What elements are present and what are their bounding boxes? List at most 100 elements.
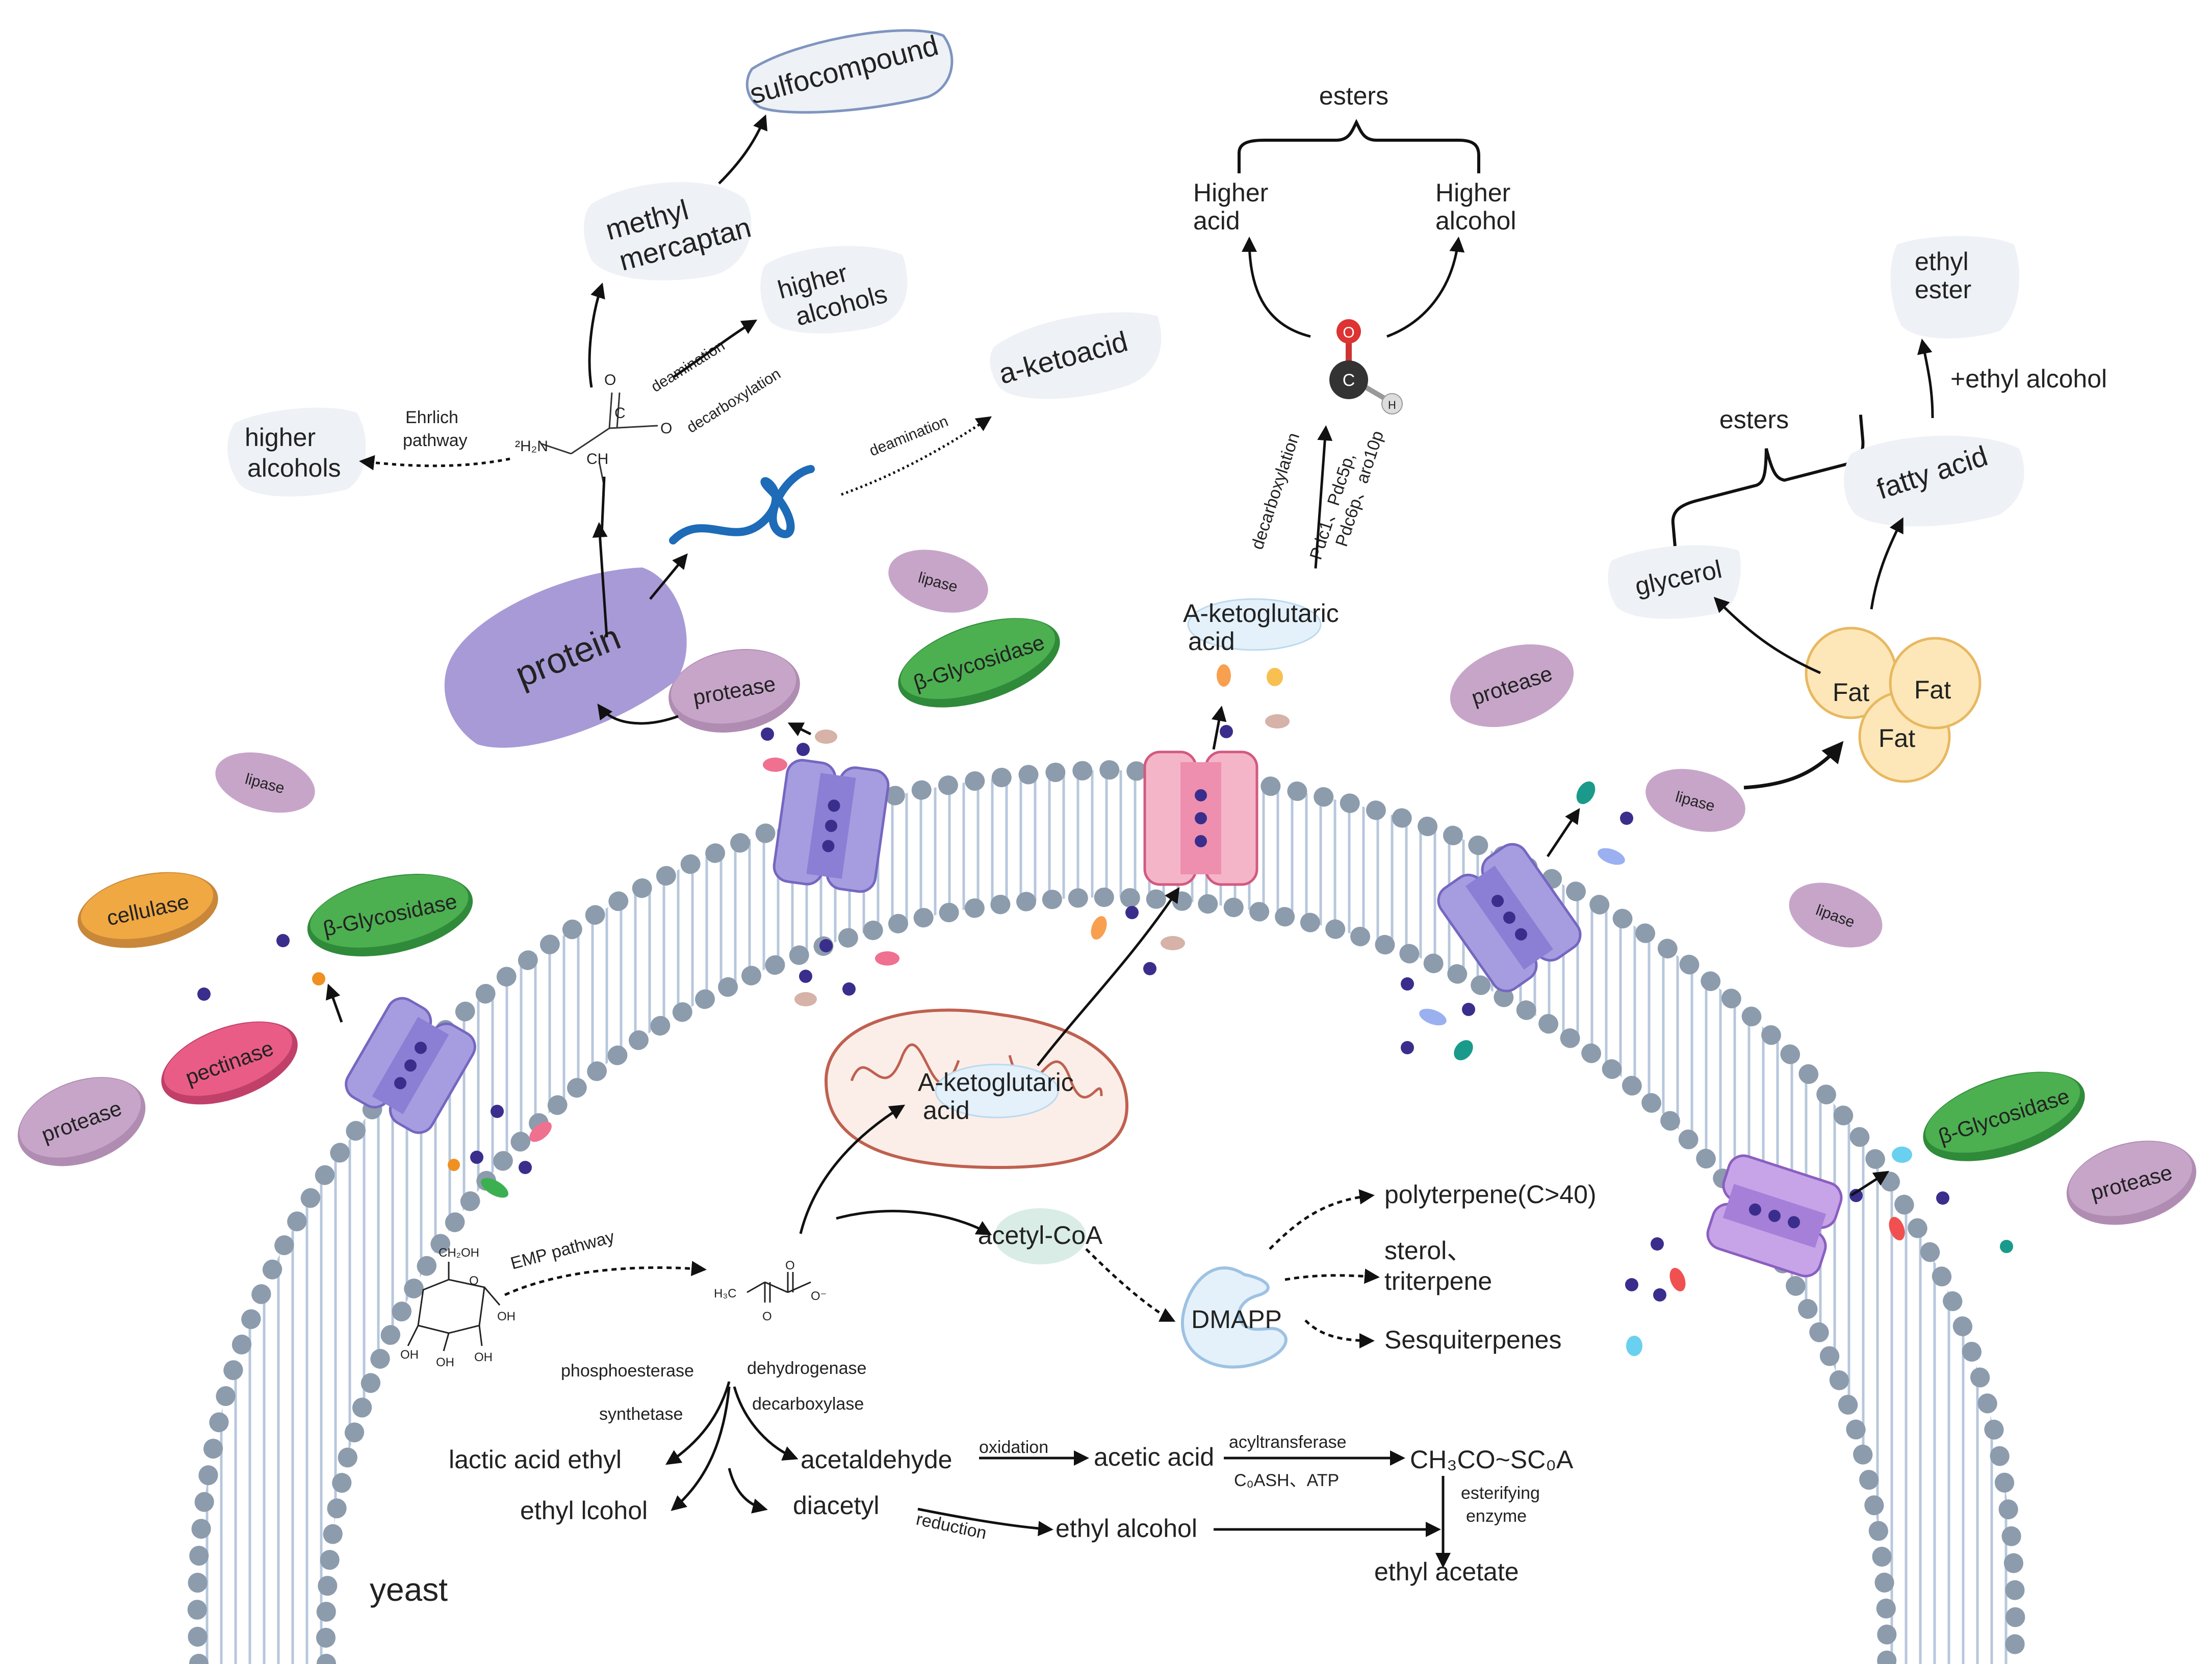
label-sterol: sterol、triterpene — [1384, 1236, 1492, 1295]
enzyme-protease-top: protease — [668, 649, 800, 733]
label-dehydrogenase: dehydrogenase — [747, 1359, 866, 1378]
enzyme-protease-right: protease — [2066, 1140, 2197, 1225]
aldehyde-arrows — [1211, 237, 1465, 750]
enzyme-lipase-right: lipase — [1645, 769, 1745, 832]
glucose-oh-4: OH — [497, 1310, 516, 1323]
protein-arrows — [325, 114, 992, 1023]
bubble-higher-alcohols-right — [760, 246, 908, 333]
label-sesquiterpenes: Sesquiterpenes — [1384, 1325, 1561, 1354]
enzyme-lipase-far-right: lipase — [1789, 882, 1883, 948]
label-diacetyl: diacetyl — [793, 1491, 880, 1520]
glucose-o: O — [469, 1274, 479, 1288]
enzyme-pectinase: pectinase — [161, 1021, 298, 1105]
label-oxidation: oxidation — [979, 1438, 1048, 1457]
label-decarboxylase: decarboxylase — [752, 1394, 864, 1414]
enzyme-protease-right-top: protease — [1450, 644, 1574, 727]
amino-acid-structure — [540, 392, 658, 487]
channel-top-left — [773, 759, 890, 893]
particles — [197, 664, 2013, 1356]
svg-text:H: H — [1388, 399, 1396, 411]
glucose-oh-2: OH — [436, 1356, 454, 1369]
pyruvate-h3c: H₃C — [714, 1287, 736, 1301]
channel-right — [1706, 1154, 1843, 1278]
channel-pink — [1143, 750, 1258, 886]
aldehyde-molecule: O C H — [1329, 319, 1403, 414]
svg-text:O: O — [1343, 324, 1354, 341]
amino-c: C — [614, 405, 626, 422]
bubble-ethyl-ester — [1890, 236, 2019, 339]
fat-arrows — [1546, 339, 1934, 1197]
label-decarboxylation-top: decarboxylation — [1247, 430, 1303, 552]
glucose-structure — [407, 1262, 501, 1351]
svg-text:Fat: Fat — [1914, 675, 1951, 704]
label-decarboxylation-1: decarboxylation — [684, 366, 784, 436]
peptide-chain — [669, 465, 815, 544]
amino-o2: O — [660, 420, 672, 437]
bubble-higher-alcohols-left — [227, 407, 366, 497]
amino-ch: CH — [586, 451, 608, 467]
svg-text:Fat: Fat — [1833, 678, 1869, 707]
label-yeast: yeast — [370, 1571, 448, 1608]
label-acetaldehyde: acetaldehyde — [801, 1445, 952, 1474]
enzyme-lipase-left: lipase — [215, 752, 315, 813]
label-esters-right: esters — [1719, 405, 1789, 434]
bubble-glycerol — [1608, 545, 1741, 619]
label-dmapp: DMAPP — [1191, 1305, 1282, 1334]
label-acyltransferase: acyltransferase — [1229, 1433, 1347, 1452]
label-acetic-acid: acetic acid — [1094, 1443, 1214, 1471]
fat-droplets: Fat Fat Fat — [1805, 627, 1982, 783]
enzyme-protease-left: protease — [17, 1077, 146, 1166]
label-lactic-acid-ethyl: lactic acid ethyl — [449, 1445, 622, 1474]
label-acetyl-coa: acetyl-CoA — [978, 1221, 1103, 1250]
bubble-sulfocompound — [745, 29, 954, 114]
svg-text:Fat: Fat — [1879, 724, 1915, 752]
enzyme-cellulase: cellulase — [78, 872, 218, 948]
enzyme-glycosidase-top: β-Glycosidase — [898, 618, 1060, 708]
esters-brace-top — [1238, 119, 1480, 173]
label-emp: EMP pathway — [508, 1227, 616, 1273]
glucose-oh-3: OH — [474, 1350, 493, 1364]
pyruvate-structure — [747, 1272, 811, 1303]
label-coash-atp: C₀ASH、ATP — [1234, 1471, 1339, 1490]
cell-membrane — [187, 760, 2025, 1664]
dmapp-shape — [1180, 1266, 1288, 1369]
channel-left — [345, 997, 476, 1134]
amino-h2n: ²H₂N — [515, 438, 548, 455]
pyruvate-o1: O — [762, 1310, 772, 1323]
label-ethyl-alcohol: ethyl alcohol — [1056, 1514, 1197, 1543]
pyruvate-ominus: O⁻ — [811, 1289, 827, 1303]
pyruvate-o2: O — [785, 1259, 795, 1272]
akg-outer-bubble — [1187, 598, 1322, 651]
label-synthetase: synthetase — [599, 1405, 683, 1424]
enzyme-glycosidase-left: β-Glycosidase — [307, 874, 473, 956]
svg-text:C: C — [1343, 371, 1355, 390]
acetyl-coa-bubble — [994, 1208, 1086, 1264]
glucose-ch2oh: CH₂OH — [439, 1246, 479, 1260]
label-ethyl-acetate: ethyl acetate — [1374, 1557, 1519, 1586]
bubble-methyl-mercaptan — [584, 182, 752, 280]
channel-top-right — [1437, 843, 1582, 993]
label-polyterpene: polyterpene(C>40) — [1384, 1180, 1597, 1209]
label-plus-ethyl-alcohol: +ethyl alcohol — [1950, 365, 2107, 393]
inside-arrows — [504, 887, 1451, 1568]
glucose-oh-1: OH — [400, 1348, 419, 1362]
label-deamination-2: deamination — [867, 413, 950, 460]
bubble-ketoacid — [990, 312, 1162, 399]
label-ethyl-lcohol: ethyl lcohol — [520, 1496, 648, 1525]
label-esters-top: esters — [1319, 82, 1388, 110]
label-phosphoesterase: phosphoesterase — [561, 1361, 694, 1381]
label-ch3co: CH₃CO~SC₀A — [1410, 1445, 1574, 1474]
bubble-fatty-acid — [1844, 435, 2024, 527]
amino-o1: O — [604, 372, 616, 388]
enzyme-glycosidase-right: β-Glycosidase — [1923, 1072, 2085, 1161]
enzyme-lipase-top: lipase — [888, 550, 988, 613]
esters-brace-right — [1671, 414, 1865, 547]
